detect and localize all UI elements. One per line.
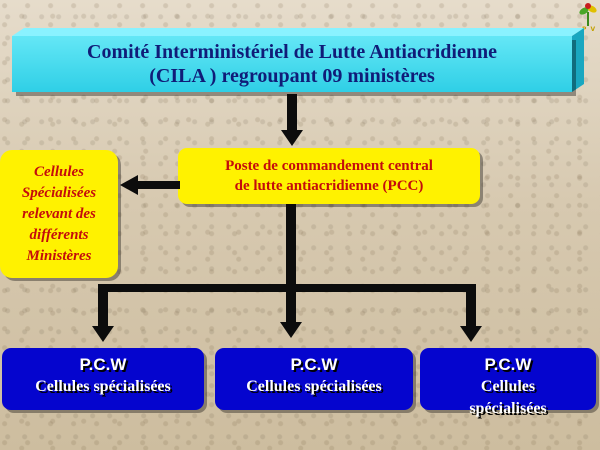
arrow-cila-to-pcc-shaft (287, 94, 297, 132)
arrow-to-pcw-1-shaft (98, 284, 108, 328)
cila-box-top-face (12, 28, 584, 36)
cila-title-line1: Comité Interministériel de Lutte Antiacr… (87, 41, 497, 63)
cila-box-front (12, 36, 572, 92)
arrow-to-pcw-2-head (280, 322, 302, 338)
cells-line4: différents (29, 226, 89, 243)
pcw-3-title: P.C.W (484, 355, 532, 374)
arrow-to-pcw-1-head (92, 326, 114, 342)
cila-title-line2: (CILA ) regroupant 09 ministères (149, 65, 435, 87)
pcw-2-subtitle: Cellules spécialisées (246, 378, 382, 395)
cells-line5: Ministères (26, 247, 92, 264)
arrow-to-pcw-3-head (460, 326, 482, 342)
logo-text: P V (582, 26, 597, 33)
pcw-box-3: P.C.W Cellules spécialisées (420, 348, 596, 417)
cila-box: Comité Interministériel de Lutte Antiacr… (12, 28, 587, 95)
arrow-cila-to-pcc-head (281, 130, 303, 146)
arrow-pcc-to-cells-head (120, 175, 138, 195)
cells-ministeres-box: Cellules Spécialisées relevant des diffé… (0, 150, 118, 278)
pcw-1-subtitle: Cellules spécialisées (35, 378, 171, 395)
pcc-line2: de lutte antiacridienne (PCC) (234, 178, 424, 194)
pcw-2-title: P.C.W (290, 355, 338, 374)
cells-line3: relevant des (22, 205, 96, 222)
pcc-box: Poste de commandement central de lutte a… (178, 148, 480, 204)
plant-logo-icon (579, 3, 597, 26)
arrow-to-pcw-3-shaft (466, 284, 476, 328)
pcw-box-1: P.C.W Cellules spécialisées (2, 348, 204, 410)
connector-horizontal-bar (98, 284, 476, 292)
cells-line1: Cellules (33, 163, 84, 180)
arrow-pcc-to-cells-shaft (136, 181, 180, 189)
connector-pcc-down (286, 204, 296, 324)
pcw-1-title: P.C.W (79, 355, 127, 374)
pcc-line1: Poste de commandement central (225, 158, 433, 174)
cila-box-text: Comité Interministériel de Lutte Antiacr… (12, 36, 572, 92)
cells-line2: Spécialisées (21, 184, 97, 201)
pcw-3-subtitle: Cellules spécialisées (469, 378, 547, 417)
cila-box-side-face (572, 28, 584, 92)
pcw-box-2: P.C.W Cellules spécialisées (215, 348, 413, 410)
